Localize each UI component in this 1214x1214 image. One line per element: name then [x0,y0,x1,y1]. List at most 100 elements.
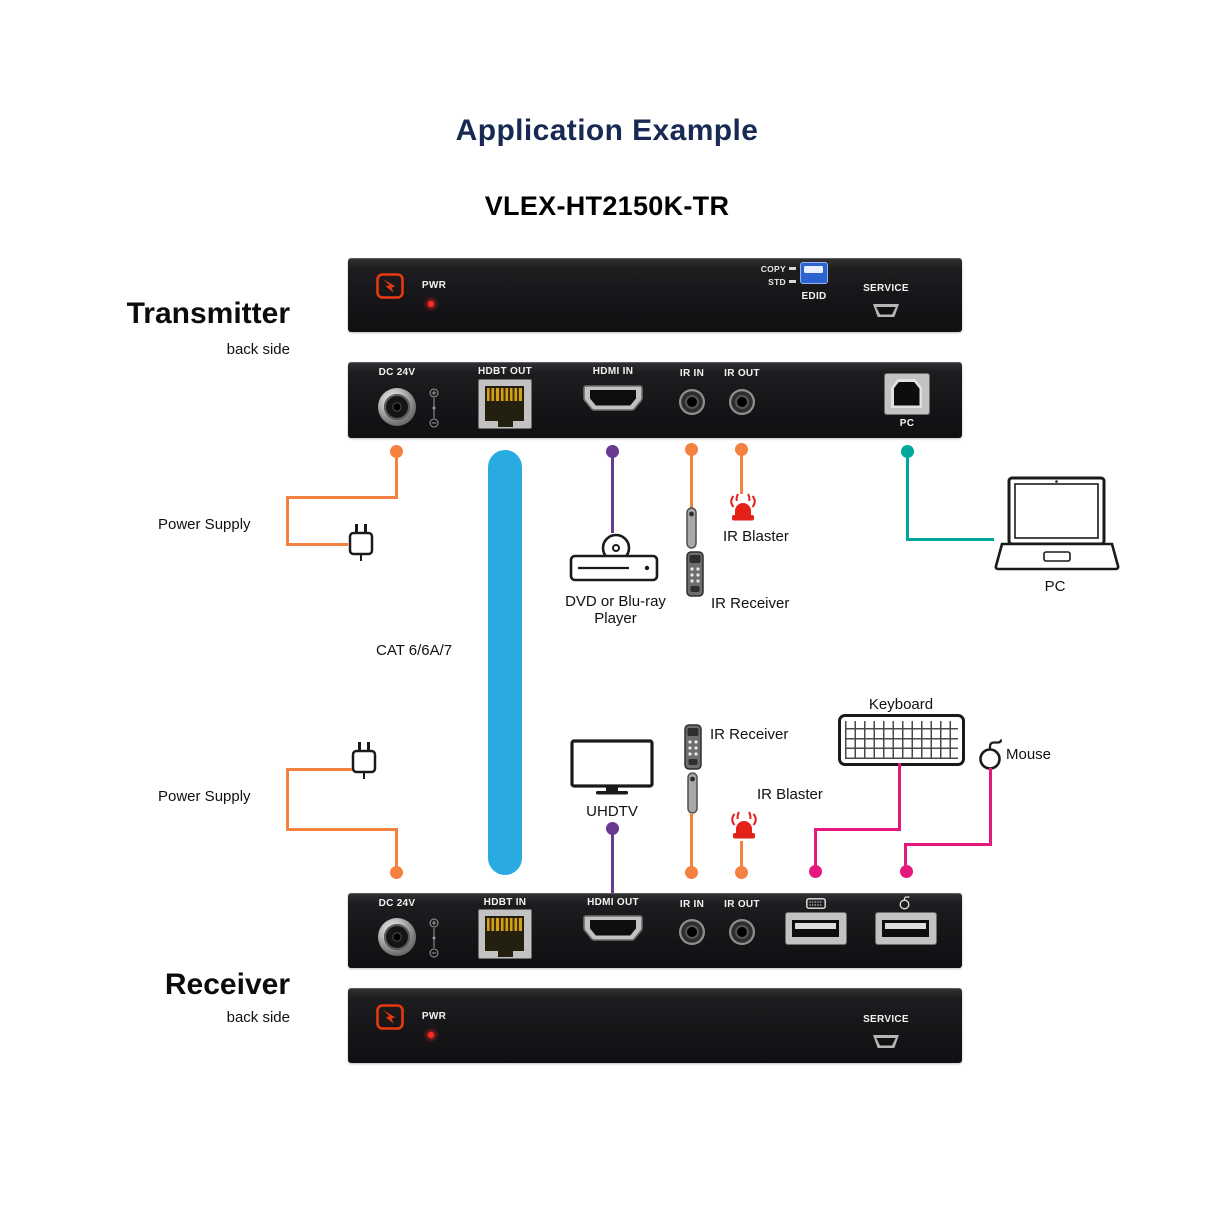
tx-power-line-seg [286,543,348,546]
tx-power-line-seg [286,496,289,546]
keyboard-label: Keyboard [868,696,934,713]
tx-irout-jack[interactable] [729,389,755,415]
rx-mouse-usb-tongue [885,922,926,929]
tx-irout-label: IR OUT [724,368,760,379]
tx-irout-hole [737,397,747,407]
transmitter-sublabel: back side [226,341,290,358]
rx-keyboard-usb-port[interactable] [785,912,847,945]
rx-hdbt-label: HDBT IN [483,897,527,908]
tx-hdbt-notch [498,421,513,427]
rx-irout-dot [735,866,748,879]
rx-irout-jack[interactable] [729,919,755,945]
hdmi-in-line [611,451,614,533]
rx-dc-label: DC 24V [378,898,416,909]
tx-power-supply-label: Power Supply [158,516,251,533]
tx-power-line-seg [395,451,398,498]
keyboard-port-icon [806,898,826,909]
rx-ir-receiver-label: IR Receiver [710,726,789,743]
tx-dc-label: DC 24V [378,367,416,378]
rx-hdbt-pins [487,917,522,931]
rx-mouse-usb-port[interactable] [875,912,937,945]
rx-power-led [428,1032,434,1038]
remote-control-icon [684,724,702,770]
laptop-icon [994,476,1120,571]
rx-service-label: SERVICE [863,1014,909,1025]
model-number: VLEX-HT2150K-TR [484,191,730,221]
brand-logo-icon [376,1004,404,1030]
rx-irout-label: IR OUT [724,899,760,910]
rx-power-dot [390,866,403,879]
rx-keyboard-usb-tongue [795,922,836,929]
std-dash [789,280,796,283]
ir-receiver-wand-icon [686,507,697,549]
rx-service-port-slot [876,1037,896,1046]
tx-power-line-seg [286,496,398,499]
keyboard-line-seg [814,828,817,874]
keyboard-icon [838,714,965,766]
rx-keyboard-usb-slot [792,920,839,937]
tx-service-port[interactable] [873,304,899,317]
rx-power-line-seg [395,828,398,874]
rx-service-port[interactable] [873,1035,899,1048]
mouse-line-seg [989,768,992,846]
rx-hdmi-dot [606,822,619,835]
polarity-icon [429,918,439,958]
tx-ir-blaster-label: IR Blaster [723,528,789,545]
tx-hdbt-label: HDBT OUT [477,366,533,377]
tx-edid-label: EDID [801,291,827,302]
mouse-label: Mouse [1006,746,1052,763]
cat-cable-label: CAT 6/6A/7 [376,642,453,659]
hdbt-cat-cable [488,450,522,875]
tx-copy-label: COPY [760,264,786,274]
remote-control-icon [686,551,704,597]
rx-power-line-seg [286,828,398,831]
dvd-player-icon [569,533,659,582]
brand-logo-icon [376,273,404,299]
rx-power-line-seg [286,768,352,771]
tx-irin-label: IR IN [679,368,705,379]
tx-back-panel: DC 24V HDBT OUT HDMI IN IR IN IR [348,362,962,438]
tx-service-label: SERVICE [863,283,909,294]
mouse-icon [979,739,1003,770]
tx-power-led [428,301,434,307]
tx-usbb-port[interactable] [884,373,930,415]
mouse-line-seg [904,843,992,846]
mouse-line-seg [904,843,907,875]
rx-hdbt-port[interactable] [478,909,532,959]
edid-switch-slider[interactable] [804,266,823,273]
rx-power-line-seg [286,768,289,831]
rx-hdmi-port[interactable] [583,915,643,943]
tx-pwr-label: PWR [421,280,447,291]
edid-switch[interactable] [800,262,828,284]
tx-irin-jack[interactable] [679,389,705,415]
ir-receiver-wand-icon [687,772,698,814]
keyboard-keys [845,721,958,759]
tx-std-label: STD [768,277,786,287]
hdmi-out-line [611,829,614,893]
rx-dc-jack[interactable] [378,918,416,956]
tx-hdbt-port[interactable] [478,379,532,429]
rx-hdbt-notch [498,951,513,957]
tx-dc-jack[interactable] [378,388,416,426]
rx-irin-hole [687,927,697,937]
uhdtv-label: UHDTV [586,803,638,820]
pc-device-label: PC [1044,578,1066,595]
pc-line-seg [906,538,994,541]
rx-irout-line [740,841,743,874]
rx-mouse-dot [900,865,913,878]
rx-hdmi-label: HDMI OUT [587,897,639,908]
diagram-title: Application Example [455,114,759,147]
rx-irin-jack[interactable] [679,919,705,945]
tx-irout-line [740,449,743,494]
power-adapter-icon [351,742,377,779]
rx-front-panel: PWR SERVICE [348,988,962,1063]
tx-dc-jack-pin [392,402,402,412]
polarity-icon [429,388,439,428]
rx-irout-hole [737,927,747,937]
tx-hdmi-port[interactable] [583,385,643,413]
uhdtv-icon [570,739,654,795]
rx-pwr-label: PWR [421,1011,447,1022]
tx-usbb-inner [893,381,920,406]
tx-irin-hole [687,397,697,407]
